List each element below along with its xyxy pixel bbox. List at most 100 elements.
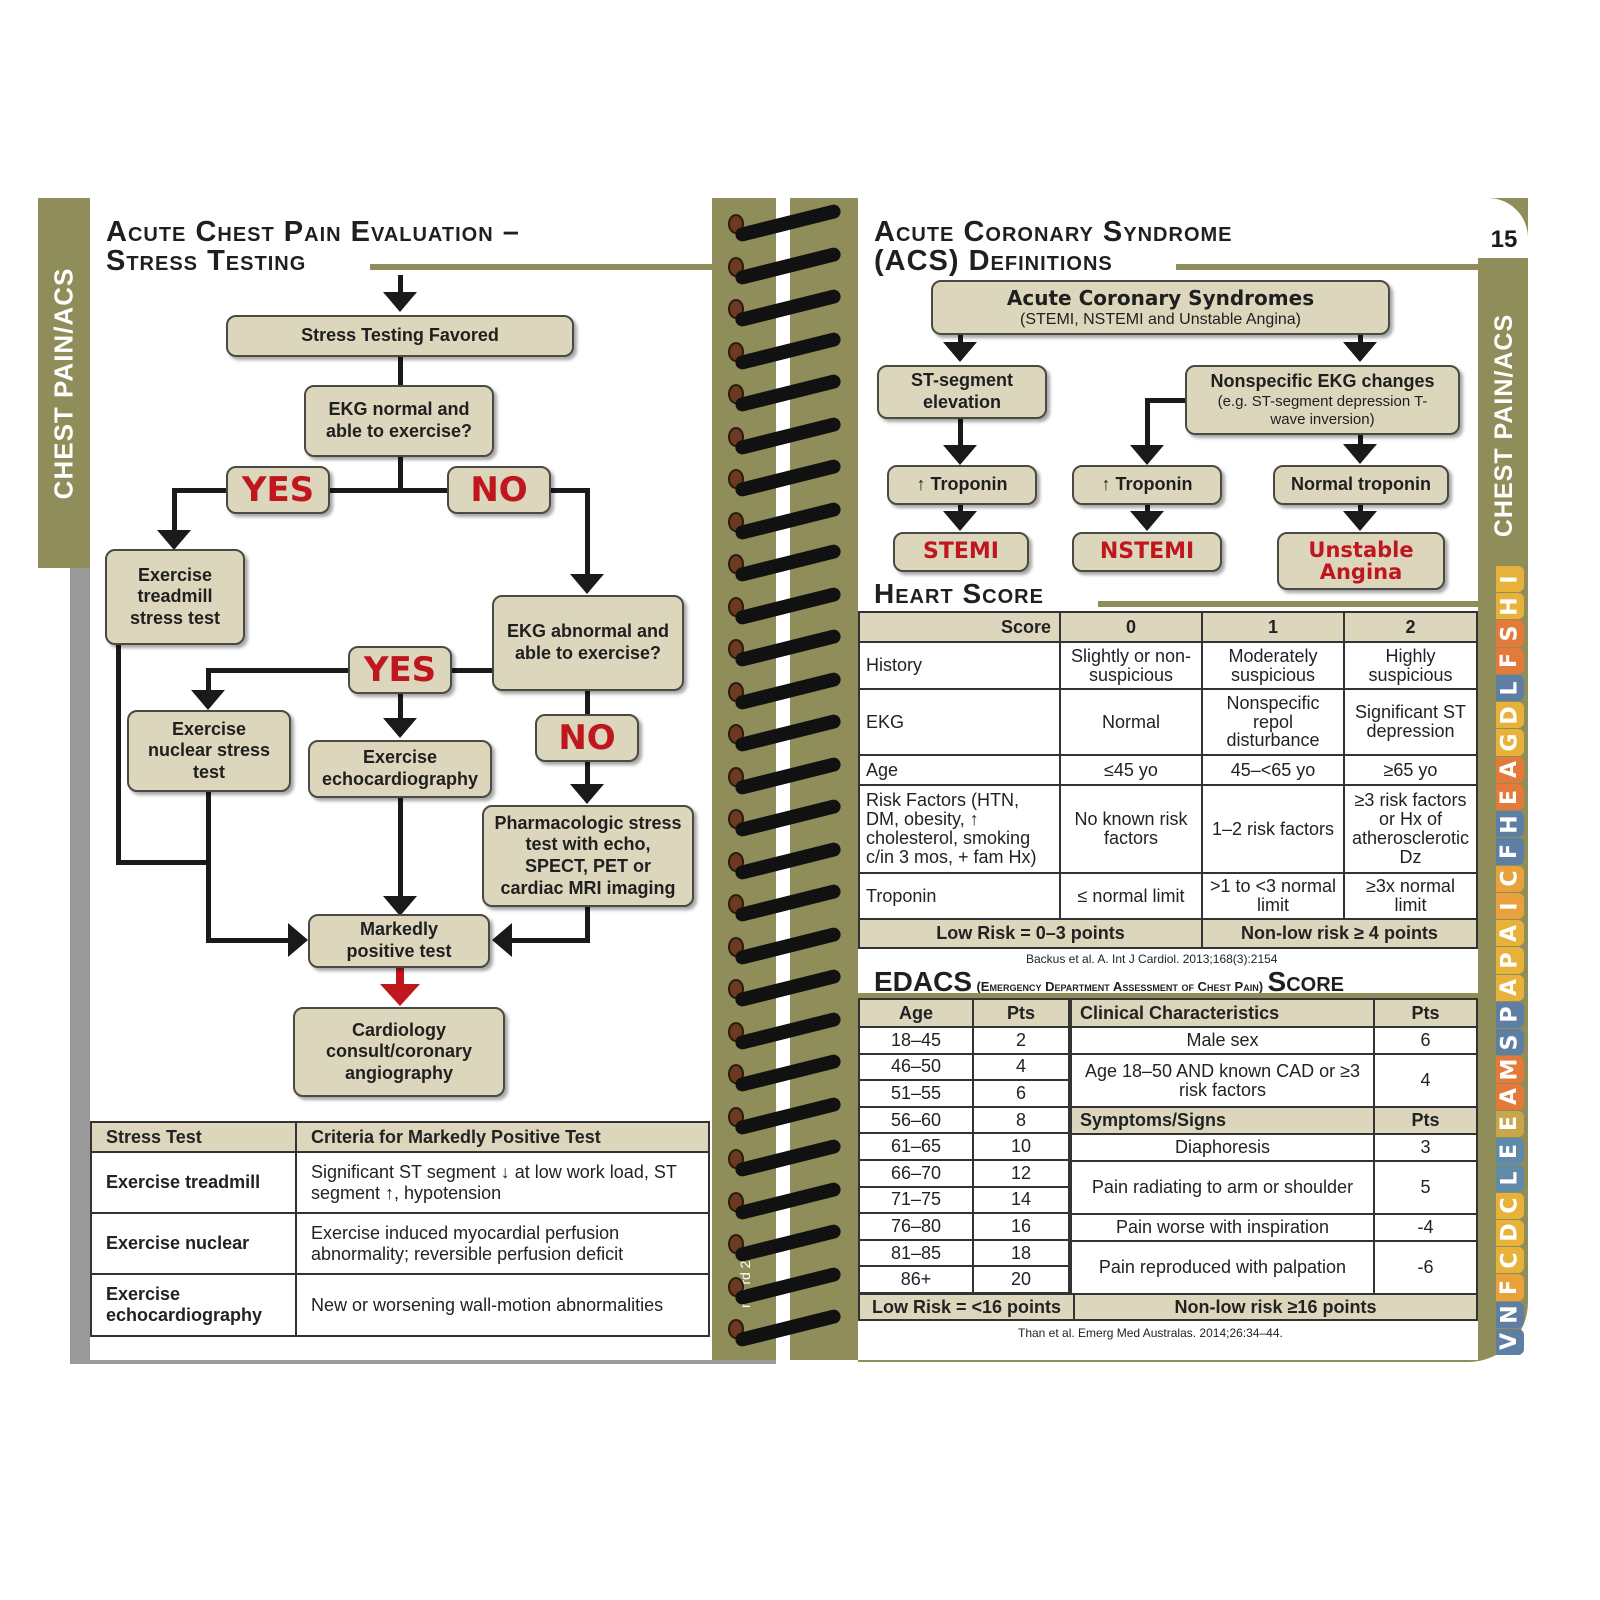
index-tab[interactable]: A bbox=[1496, 974, 1524, 1001]
acs-top-sub: (STEMI, NSTEMI and Unstable Angina) bbox=[1020, 310, 1301, 328]
spiral-coil-icon bbox=[733, 798, 843, 838]
nstemi-box: NSTEMI bbox=[1072, 532, 1222, 572]
spiral-coil-icon bbox=[733, 883, 843, 923]
index-tab[interactable]: L bbox=[1496, 1165, 1524, 1192]
spiral-coil-icon bbox=[733, 925, 843, 966]
criteria-header: Criteria for Markedly Positive Test bbox=[295, 1121, 710, 1153]
index-tab[interactable]: V bbox=[1496, 1328, 1524, 1355]
heart-score-table: Score 0 1 2 History Slightly or non-susp… bbox=[858, 611, 1478, 949]
edacs-clinical-table: Clinical Characteristics Pts Male sex 6 … bbox=[1070, 998, 1478, 1295]
arrow-left-icon bbox=[492, 923, 512, 957]
spiral-coil-icon bbox=[733, 373, 843, 413]
stemi-box: STEMI bbox=[893, 532, 1029, 572]
exercise-echo-box: Exercise echocardiography bbox=[308, 740, 492, 798]
table-row: History Slightly or non-suspicious Moder… bbox=[858, 641, 1478, 690]
no-label-2: NO bbox=[535, 714, 639, 762]
arrow-down-icon bbox=[383, 292, 417, 312]
right-title-line1: Acute Coronary Syndrome bbox=[874, 216, 1233, 248]
page-number: 15 bbox=[1490, 226, 1518, 253]
index-tab[interactable]: N bbox=[1496, 1301, 1524, 1328]
stress-testing-favored-box: Stress Testing Favored bbox=[226, 315, 574, 357]
spiral-coil-icon bbox=[733, 1180, 843, 1221]
right-title-rule bbox=[1176, 264, 1478, 270]
spiral-coil-icon bbox=[733, 1053, 843, 1093]
ekg-normal-box: EKG normal and able to exercise? bbox=[304, 385, 494, 457]
arrow-down-icon bbox=[570, 784, 604, 804]
index-tab[interactable]: E bbox=[1496, 783, 1524, 811]
index-tab[interactable]: H bbox=[1496, 811, 1524, 838]
spiral-coil-icon bbox=[733, 585, 843, 626]
edacs-title: EDACS (Emergency Department Assessment o… bbox=[874, 966, 1344, 997]
arrow-down-icon bbox=[1343, 444, 1377, 464]
index-tab[interactable]: I bbox=[1496, 892, 1524, 920]
index-tab[interactable]: G bbox=[1496, 729, 1524, 756]
no-label-1: NO bbox=[447, 466, 551, 514]
spiral-coil-icon bbox=[733, 1265, 843, 1306]
markedly-positive-box: Markedly positive test bbox=[308, 914, 490, 968]
edacs-citation: Than et al. Emerg Med Australas. 2014;26… bbox=[1018, 1326, 1283, 1340]
spiral-coil-icon bbox=[733, 1223, 843, 1263]
index-tab[interactable]: I bbox=[1496, 566, 1524, 593]
index-tab[interactable]: S bbox=[1496, 1029, 1524, 1056]
index-tab[interactable]: D bbox=[1496, 702, 1524, 729]
index-tab[interactable]: M bbox=[1496, 1056, 1524, 1083]
index-tab[interactable]: S bbox=[1496, 620, 1524, 647]
index-tab[interactable]: P bbox=[1496, 947, 1524, 974]
exercise-treadmill-box: Exercise treadmill stress test bbox=[105, 549, 245, 645]
left-title-line2: Stress Testing bbox=[106, 245, 307, 277]
index-tab[interactable]: F bbox=[1496, 838, 1524, 865]
spiral-coil-icon bbox=[733, 288, 843, 328]
index-tab[interactable]: F bbox=[1496, 647, 1524, 674]
spiral-coil-icon bbox=[733, 543, 843, 583]
spiral-coil-icon bbox=[733, 1138, 843, 1178]
table-row: Exercise echocardiography New or worseni… bbox=[90, 1273, 710, 1337]
troponin-box-1: ↑ Troponin bbox=[887, 465, 1037, 505]
index-tab[interactable]: F bbox=[1496, 1274, 1524, 1301]
left-title-rule bbox=[370, 264, 712, 270]
index-tab[interactable]: C bbox=[1496, 1192, 1524, 1219]
arrow-down-icon bbox=[943, 342, 977, 362]
table-row: Exercise nuclear Exercise induced myocar… bbox=[90, 1212, 710, 1275]
edacs-footer: Low Risk = <16 points Non-low risk ≥16 p… bbox=[858, 1293, 1478, 1321]
index-tab[interactable]: H bbox=[1496, 593, 1524, 620]
stress-test-header: Stress Test bbox=[90, 1121, 297, 1153]
left-title-line1: Acute Chest Pain Evaluation – bbox=[106, 216, 520, 248]
spiral-coil-icon bbox=[733, 1308, 843, 1348]
table-row: Risk Factors (HTN, DM, obesity, ↑ choles… bbox=[858, 784, 1478, 874]
spiral-coil-icon bbox=[733, 203, 843, 243]
left-title: Acute Chest Pain Evaluation – Stress Tes… bbox=[106, 218, 520, 276]
spiral-binding bbox=[720, 200, 850, 1360]
right-title-line2: (ACS) Definitions bbox=[874, 245, 1113, 277]
index-tab[interactable]: C bbox=[1496, 1247, 1524, 1274]
arrow-down-icon bbox=[1130, 511, 1164, 531]
spiral-coil-icon bbox=[733, 1095, 843, 1136]
index-tab[interactable]: L bbox=[1496, 674, 1524, 702]
spiral-coil-icon bbox=[733, 755, 843, 796]
index-tab[interactable]: A bbox=[1496, 1083, 1524, 1110]
index-tab[interactable]: P bbox=[1496, 1001, 1524, 1029]
right-title: Acute Coronary Syndrome (ACS) Definition… bbox=[874, 218, 1233, 276]
index-tab[interactable]: E bbox=[1496, 1138, 1524, 1165]
heart-citation: Backus et al. A. Int J Cardiol. 2013;168… bbox=[1026, 952, 1278, 966]
table-row: Exercise treadmill Significant ST segmen… bbox=[90, 1151, 710, 1214]
right-side-tab[interactable]: CHEST PAIN/ACS bbox=[1482, 290, 1528, 560]
index-tab[interactable]: E bbox=[1496, 1110, 1524, 1138]
index-tab[interactable]: A bbox=[1496, 920, 1524, 947]
troponin-box-2: ↑ Troponin bbox=[1072, 465, 1222, 505]
left-side-tab[interactable]: CHEST PAIN/ACS bbox=[38, 198, 90, 568]
index-tab[interactable]: A bbox=[1496, 756, 1524, 783]
heart-score-title: Heart Score bbox=[874, 578, 1044, 609]
spiral-coil-icon bbox=[733, 458, 843, 498]
index-tab[interactable]: D bbox=[1496, 1219, 1524, 1247]
page-corner bbox=[1420, 198, 1528, 258]
spiral-coil-icon bbox=[733, 840, 843, 881]
index-tab[interactable]: C bbox=[1496, 865, 1524, 892]
table-row: 86+20 bbox=[858, 1265, 1070, 1294]
arrow-down-icon bbox=[383, 718, 417, 738]
